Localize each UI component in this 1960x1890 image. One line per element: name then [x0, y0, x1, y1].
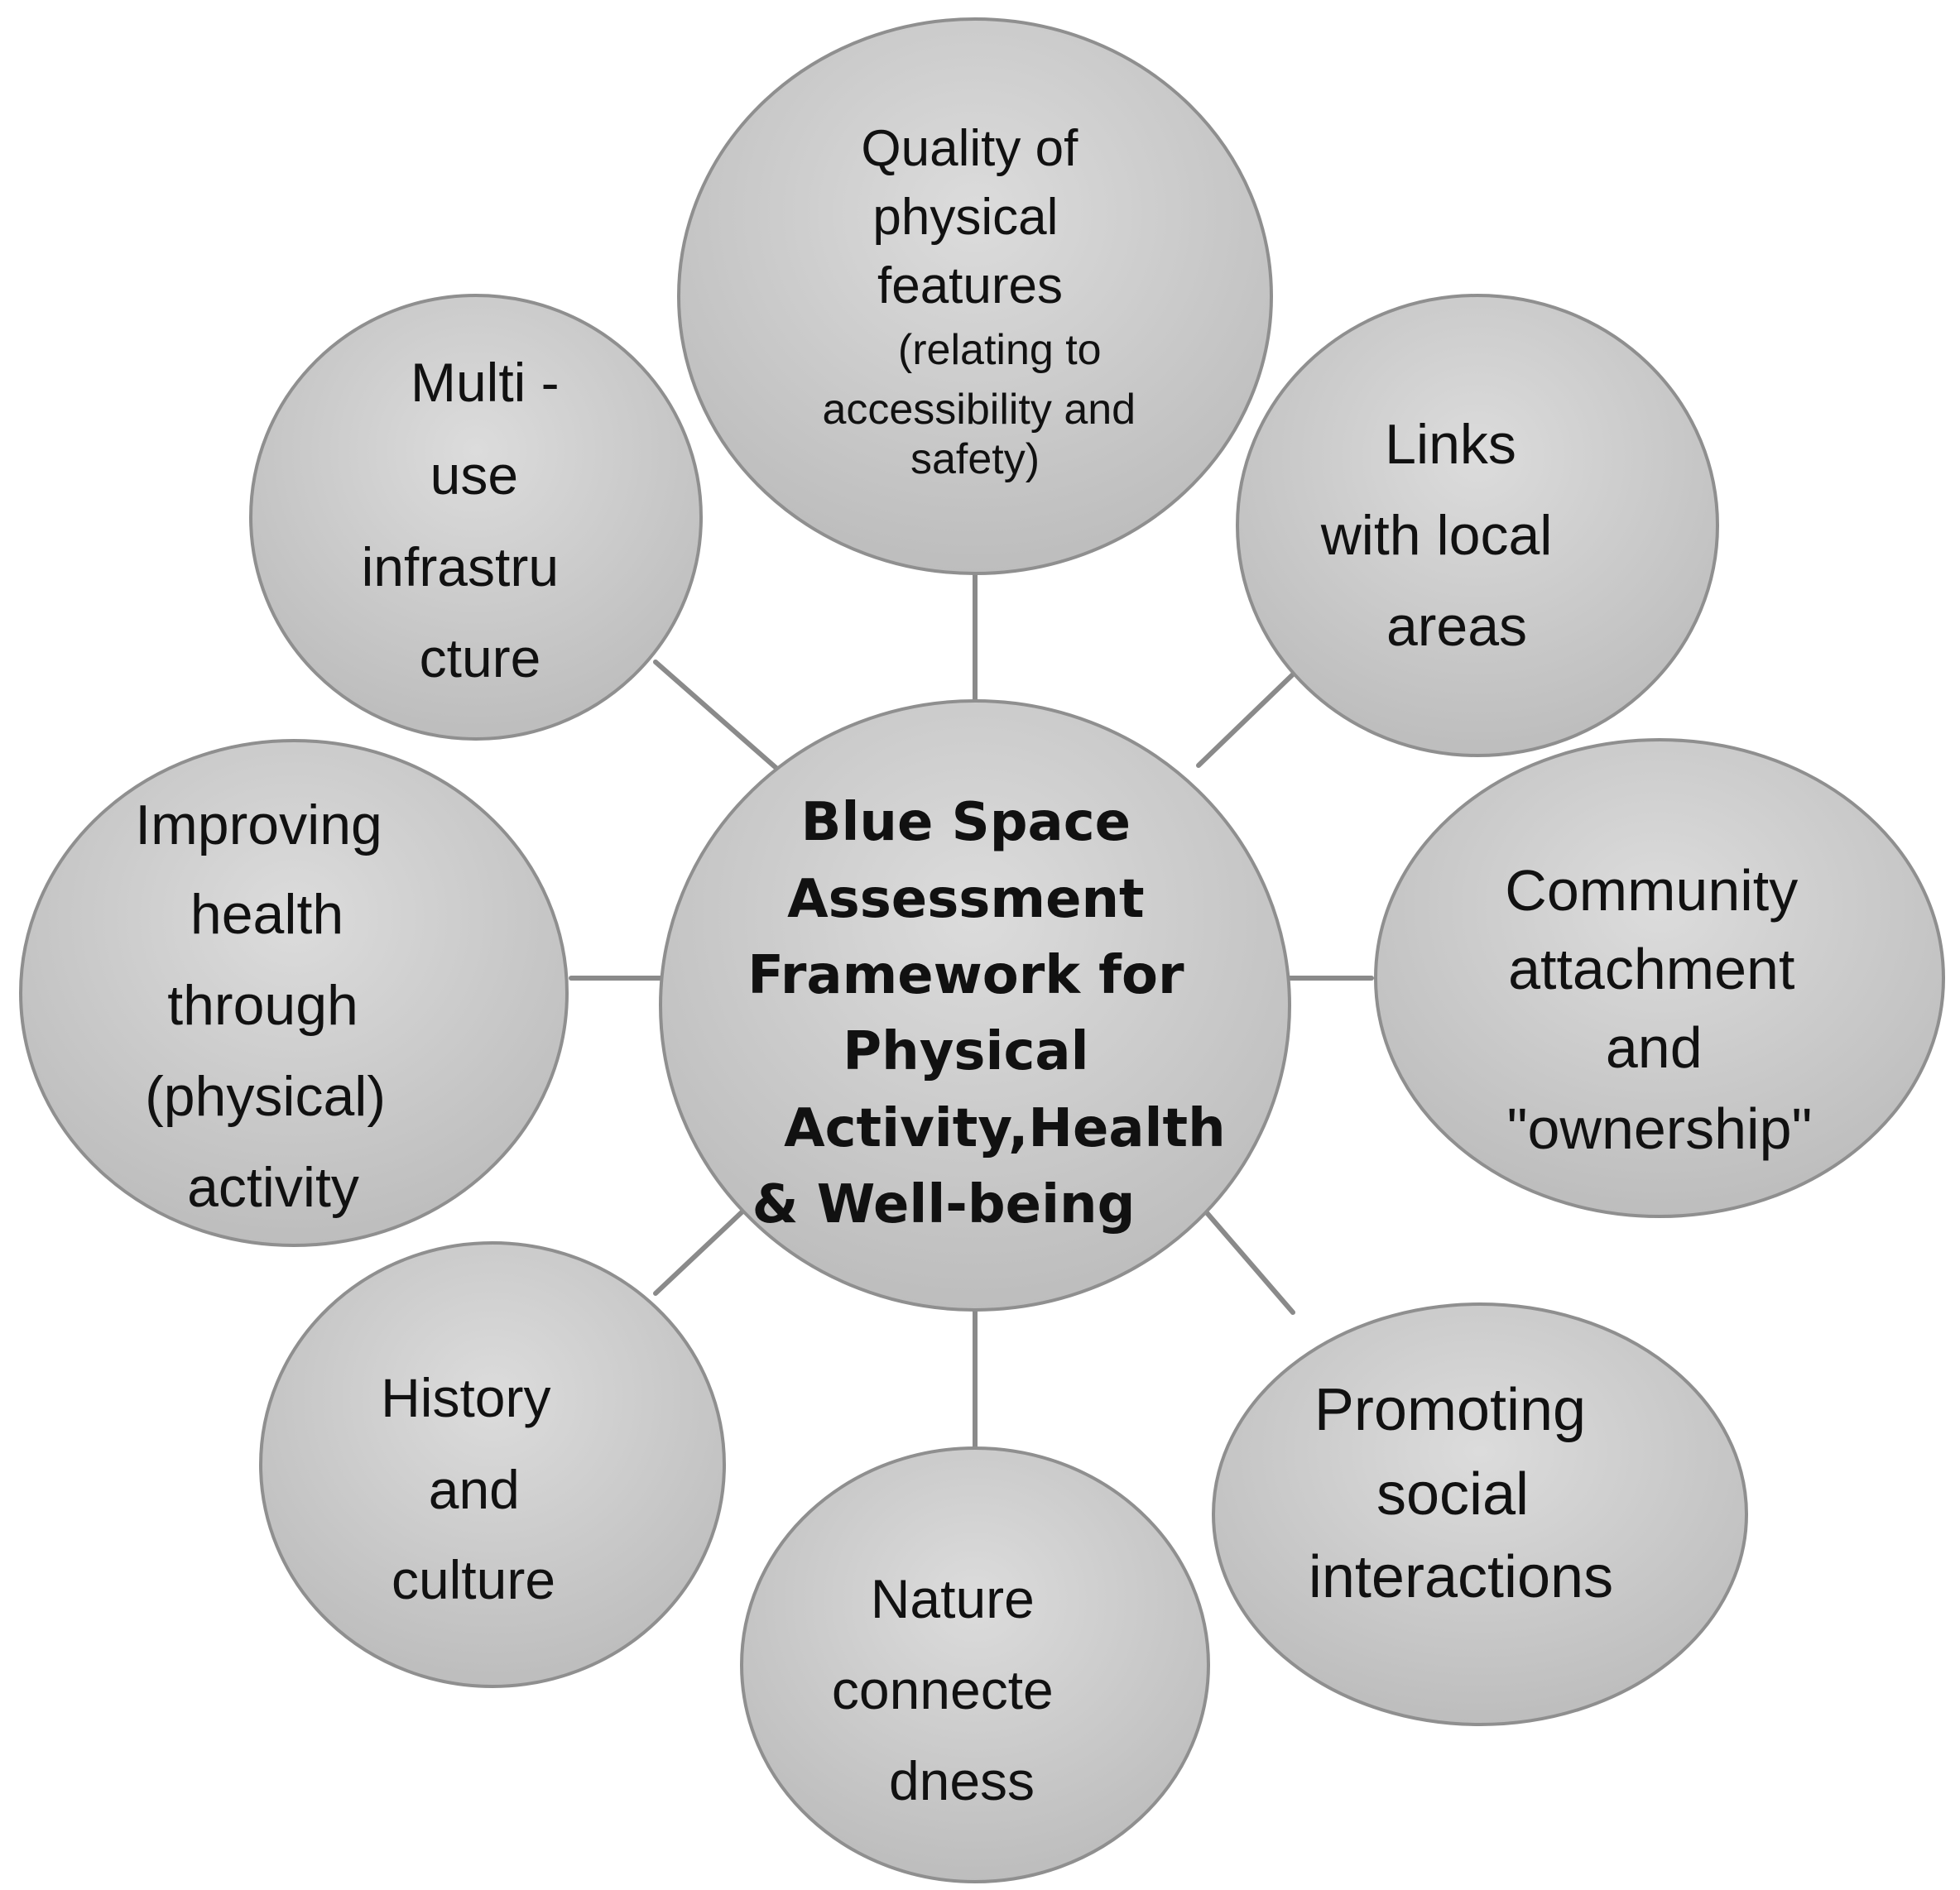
- center-node-label: Blue Space Assessment Framework for Phys…: [747, 792, 1244, 1235]
- connector-history: [653, 1197, 757, 1296]
- node-nature-label: Nature connecte dness: [832, 1568, 1069, 1811]
- node-community-label: Community attachment and "ownership": [1505, 858, 1813, 1161]
- node-multi-use-infrastructure: Multi - use infrastru cture: [249, 294, 703, 741]
- node-promoting-label: Promoting social interactions: [1309, 1377, 1613, 1610]
- node-history-and-culture: History and culture: [259, 1241, 726, 1688]
- node-links-label: Links with local areas: [1320, 413, 1568, 658]
- node-improving-label: Improving health through (physical) acti…: [135, 794, 401, 1219]
- connector-multi: [653, 660, 781, 772]
- center-node-framework: Blue Space Assessment Framework for Phys…: [659, 699, 1291, 1312]
- node-nature-connectedness: Nature connecte dness: [740, 1446, 1210, 1883]
- node-improving-health: Improving health through (physical) acti…: [19, 739, 569, 1247]
- connector-links: [1196, 672, 1295, 768]
- node-links-with-local-areas: Links with local areas: [1236, 294, 1719, 757]
- connector-lines: [569, 573, 1374, 1449]
- connector-promoting: [1191, 1195, 1295, 1315]
- node-history-label: History and culture: [381, 1367, 566, 1610]
- node-community-attachment: Community attachment and "ownership": [1374, 738, 1945, 1218]
- node-quality-of-physical-features: Quality of physical features (relating t…: [677, 17, 1273, 575]
- node-multi-label: Multi - use infrastru cture: [362, 352, 574, 688]
- node-quality-sublabel: (relating to accessibility and safety): [822, 326, 1147, 483]
- node-quality-label: Quality of physical features: [861, 120, 1092, 314]
- node-promoting-social-interactions: Promoting social interactions: [1212, 1302, 1748, 1726]
